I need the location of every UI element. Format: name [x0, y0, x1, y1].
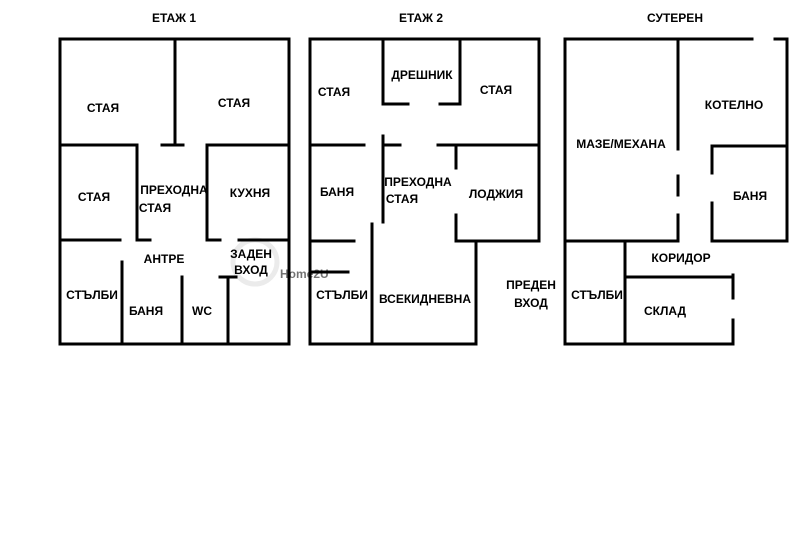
room-label: КОТЕЛНО: [705, 98, 763, 112]
floor-1-walls: [58, 37, 291, 346]
room-label: ЗАДЕН: [230, 247, 272, 261]
room-label: ВХОД: [234, 263, 268, 277]
room-label: БАНЯ: [129, 304, 163, 318]
watermark-text: Home2U: [280, 267, 329, 281]
room-label: АНТРЕ: [144, 252, 185, 266]
room-label: ВСЕКИДНЕВНА: [379, 292, 471, 306]
floor-1: ЕТАЖ 1 СТАЯ СТАЯ СТАЯ ПРЕХОДНА СТАЯ КУХН…: [58, 11, 291, 346]
basement-labels: МАЗЕ/МЕХАНА КОТЕЛНО БАНЯ КОРИДОР СТЪЛБИ …: [571, 98, 767, 318]
room-label: СТАЯ: [218, 96, 250, 110]
room-label: КОРИДОР: [651, 251, 710, 265]
room-label: СТАЯ: [78, 190, 110, 204]
room-label: ВХОД: [514, 296, 548, 310]
room-label: ПРЕХОДНА: [140, 183, 208, 197]
basement: СУТЕРЕН МАЗЕ/МЕХАНА КОТЕЛНО БАНЯ КОРИДОР: [563, 11, 789, 346]
room-label: СТАЯ: [386, 192, 418, 206]
floor-2-walls: [308, 37, 541, 346]
room-label: ЛОДЖИЯ: [469, 187, 523, 201]
room-label: БАНЯ: [733, 189, 767, 203]
room-label: СТЪЛБИ: [571, 288, 623, 302]
room-label: ПРЕХОДНА: [384, 175, 452, 189]
room-label: СТЪЛБИ: [66, 288, 118, 302]
room-label: КУХНЯ: [230, 186, 270, 200]
room-label: СТАЯ: [87, 101, 119, 115]
basement-title: СУТЕРЕН: [647, 11, 703, 25]
floor-2-labels: СТАЯ ДРЕШНИК СТАЯ БАНЯ ПРЕХОДНА СТАЯ ЛОД…: [316, 68, 556, 310]
floor-1-labels: СТАЯ СТАЯ СТАЯ ПРЕХОДНА СТАЯ КУХНЯ АНТРЕ…: [66, 96, 272, 318]
room-label: СТЪЛБИ: [316, 288, 368, 302]
room-label: СТАЯ: [139, 201, 171, 215]
basement-walls: [563, 37, 789, 346]
room-label: СТАЯ: [480, 83, 512, 97]
room-label: МАЗЕ/МЕХАНА: [576, 137, 666, 151]
room-label: ДРЕШНИК: [391, 68, 453, 82]
floor-2: ЕТАЖ 2 СТАЯ ДРЕШНИК СТАЯ БАНЯ ПРЕХОДНА С…: [308, 11, 556, 346]
room-label: СКЛАД: [644, 304, 687, 318]
room-label: ПРЕДЕН: [506, 278, 556, 292]
room-label: БАНЯ: [320, 185, 354, 199]
floor-1-title: ЕТАЖ 1: [152, 11, 196, 25]
room-label: СТАЯ: [318, 85, 350, 99]
floor-2-title: ЕТАЖ 2: [399, 11, 443, 25]
room-label: WC: [192, 304, 212, 318]
